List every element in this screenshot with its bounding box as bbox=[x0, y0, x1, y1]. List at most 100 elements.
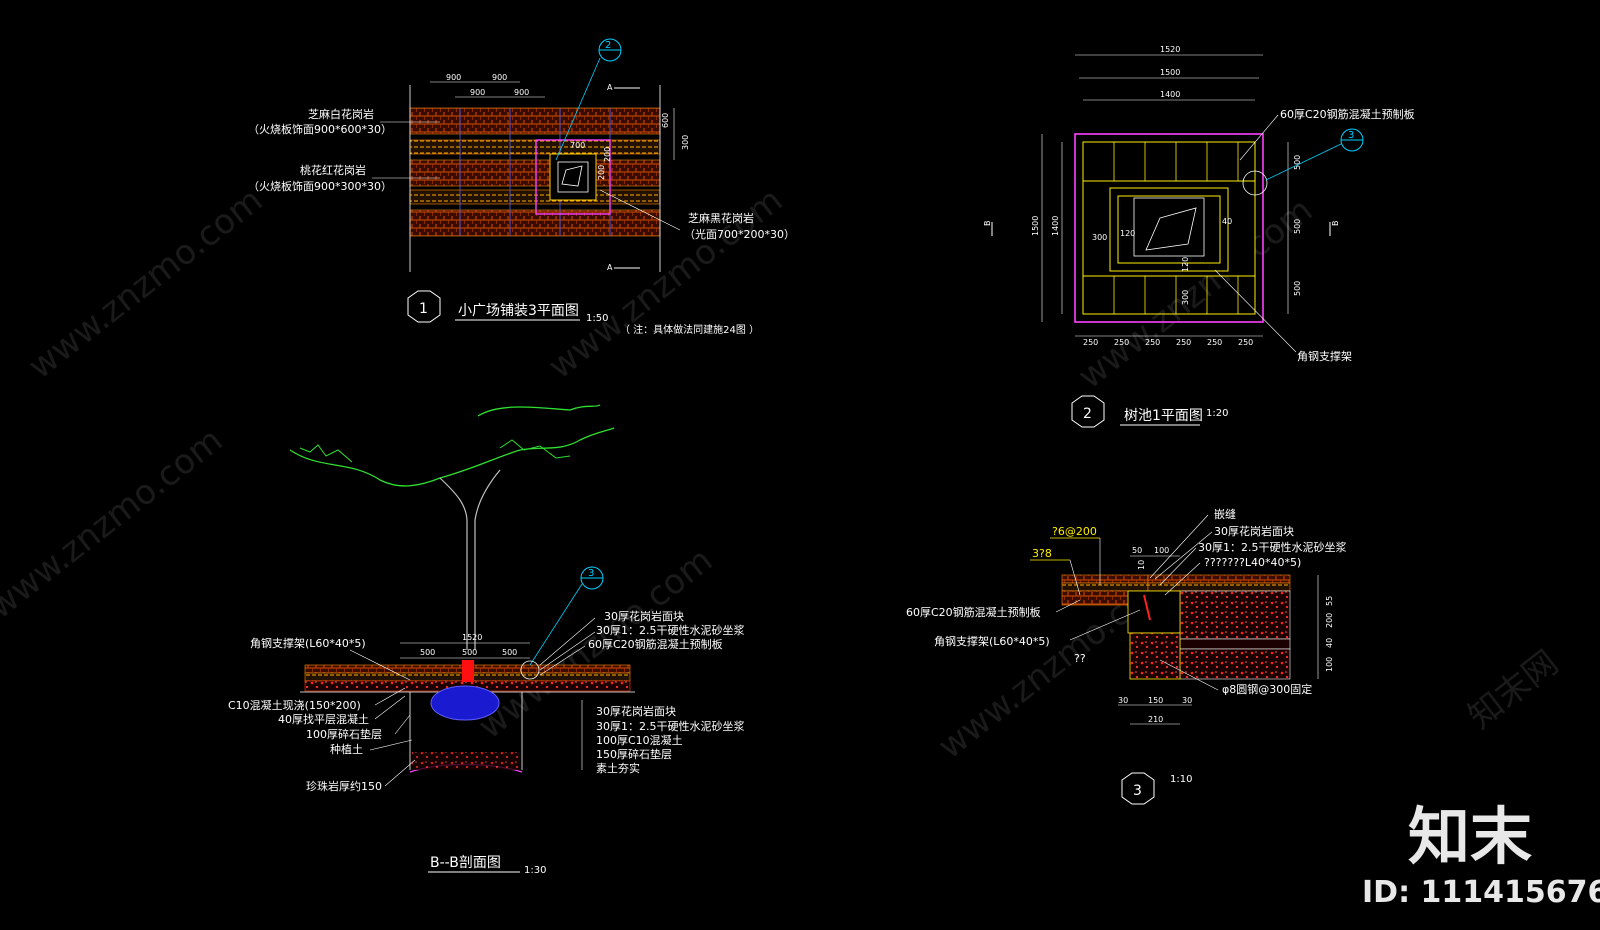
dim-500: 500 bbox=[1293, 219, 1302, 234]
label-top: 30厚1：2.5干硬性水泥砂坐浆 bbox=[1198, 540, 1347, 554]
label-layer: 30厚1：2.5干硬性水泥砂坐浆 bbox=[596, 623, 745, 637]
label-left: 角钢支撑架(L60*40*5) bbox=[934, 634, 1050, 648]
label-right: 30厚1：2.5干硬性水泥砂坐浆 bbox=[596, 719, 745, 733]
dim-120: 120 bbox=[1120, 229, 1135, 238]
dim-500: 500 bbox=[1293, 281, 1302, 296]
label-layer: 60厚C20钢筋混凝土预制板 bbox=[588, 637, 723, 651]
dim-120: 120 bbox=[1181, 257, 1190, 272]
dim-200: 200 bbox=[1325, 613, 1334, 628]
drawing-3-section-bb: 1520 500 500 500 3 30厚花岗岩面块 30厚1：2.5干硬性水… bbox=[228, 404, 745, 876]
watermark-cn: 知末网 bbox=[1461, 643, 1566, 737]
label-right: 150厚碎石垫层 bbox=[596, 747, 672, 761]
drawing-scale: 1:30 bbox=[524, 865, 546, 876]
dim-30: 30 bbox=[1118, 696, 1128, 705]
dim-1500: 1500 bbox=[1160, 68, 1180, 77]
label-left: ?? bbox=[1074, 652, 1086, 665]
section-mark-b: B bbox=[983, 221, 992, 227]
dim-150: 150 bbox=[1148, 696, 1163, 705]
drawing-1-paving-plan: 900 900 900 900 600 300 700 200 200 A A … bbox=[248, 38, 795, 336]
drawing-title: 树池1平面图 bbox=[1124, 408, 1203, 424]
label-frame: 角钢支撑架(L60*40*5) bbox=[250, 636, 366, 650]
dim-200: 200 bbox=[603, 147, 612, 162]
label-top: ???????L40*40*5) bbox=[1204, 556, 1301, 569]
label-right: 素土夯实 bbox=[596, 761, 640, 775]
dim-250: 250 bbox=[1145, 338, 1160, 347]
dim-10: 10 bbox=[1137, 560, 1146, 570]
label-right: 100厚C10混凝土 bbox=[596, 733, 683, 747]
dim-500: 500 bbox=[1293, 155, 1302, 170]
dim-40: 40 bbox=[1325, 638, 1334, 648]
dim-100: 100 bbox=[1154, 546, 1169, 555]
brand-id: ID: 1114156762 bbox=[1362, 875, 1600, 910]
dim-55: 55 bbox=[1325, 596, 1334, 606]
drawing-note: （ 注：具体做法同建施24图 ） bbox=[620, 323, 759, 336]
label-rebar: 3?8 bbox=[1032, 547, 1052, 560]
dim-1400: 1400 bbox=[1160, 90, 1180, 99]
drawing-2-tree-pit-plan: 1520 1500 1400 1500 1400 500 500 500 250… bbox=[983, 45, 1415, 428]
label-left: 60厚C20钢筋混凝土预制板 bbox=[906, 605, 1041, 619]
label-left: 100厚碎石垫层 bbox=[306, 727, 382, 741]
label-mat2-name: 桃花红花岗岩 bbox=[300, 163, 366, 177]
dim-1500: 1500 bbox=[1031, 216, 1040, 236]
label-left: 40厚找平层混凝土 bbox=[278, 712, 369, 726]
section-mark-b: B bbox=[1331, 221, 1340, 227]
watermark-layer: www.znzmo.com www.znzmo.com www.znzmo.co… bbox=[0, 180, 1566, 767]
label-slab: 60厚C20钢筋混凝土预制板 bbox=[1280, 107, 1415, 121]
dim-100: 100 bbox=[1325, 657, 1334, 672]
label-mat3-spec: （光面700*200*30） bbox=[684, 227, 795, 241]
label-left: 种植土 bbox=[330, 742, 363, 756]
watermark-site: www.znzmo.com bbox=[21, 180, 270, 387]
label-mat3-name: 芝麻黑花岗岩 bbox=[688, 211, 754, 225]
label-layer: 30厚花岗岩面块 bbox=[604, 609, 684, 623]
label-top: 嵌缝 bbox=[1214, 507, 1236, 521]
drawing-scale: 1:20 bbox=[1206, 408, 1228, 419]
label-left: C10混凝土现浇(150*200) bbox=[228, 698, 361, 712]
dim-700: 700 bbox=[570, 141, 585, 150]
callout-3: 3 bbox=[1348, 130, 1354, 141]
dim-250: 250 bbox=[1083, 338, 1098, 347]
drawing-4-detail-3: 50 100 10 55 200 40 100 30 150 30 210 嵌缝… bbox=[906, 507, 1347, 805]
dim-900: 900 bbox=[446, 73, 461, 82]
dim-200: 200 bbox=[597, 165, 606, 180]
label-right: 30厚花岗岩面块 bbox=[596, 704, 676, 718]
dim-250: 250 bbox=[1114, 338, 1129, 347]
brand-logo: 知末 bbox=[1408, 800, 1532, 873]
drawing-title: 小广场铺装3平面图 bbox=[458, 303, 579, 319]
callout-2: 2 bbox=[605, 40, 611, 51]
dim-40: 40 bbox=[1222, 217, 1232, 226]
drawing-title: B--B剖面图 bbox=[430, 855, 501, 871]
dim-30: 30 bbox=[1182, 696, 1192, 705]
label-top: 30厚花岗岩面块 bbox=[1214, 524, 1294, 538]
dim-900: 900 bbox=[492, 73, 507, 82]
section-mark-a: A bbox=[607, 83, 613, 92]
dim-500: 500 bbox=[462, 648, 477, 657]
dim-300: 300 bbox=[1092, 233, 1107, 242]
label-frame: 角钢支撑架 bbox=[1297, 349, 1352, 363]
dim-500: 500 bbox=[502, 648, 517, 657]
dim-300: 300 bbox=[681, 135, 690, 150]
label-mat2-spec: （火烧板饰面900*300*30） bbox=[248, 179, 392, 193]
dim-210: 210 bbox=[1148, 715, 1163, 724]
drawing-scale: 1:10 bbox=[1170, 774, 1192, 785]
drawing-number: 1 bbox=[419, 301, 428, 317]
dim-900: 900 bbox=[470, 88, 485, 97]
dim-1520: 1520 bbox=[1160, 45, 1180, 54]
drawing-number: 2 bbox=[1083, 406, 1092, 422]
dim-1520: 1520 bbox=[462, 633, 482, 642]
callout-3: 3 bbox=[588, 568, 594, 579]
label-mat1-spec: （火烧板饰面900*600*30） bbox=[248, 122, 392, 136]
dim-250: 250 bbox=[1176, 338, 1191, 347]
dim-50: 50 bbox=[1132, 546, 1142, 555]
label-left: 珍珠岩厚约150 bbox=[306, 779, 382, 793]
drawing-number: 3 bbox=[1133, 783, 1142, 799]
brand-watermark: 知末 ID: 1114156762 bbox=[1362, 800, 1600, 910]
section-mark-a: A bbox=[607, 263, 613, 272]
dim-900: 900 bbox=[514, 88, 529, 97]
dim-500: 500 bbox=[420, 648, 435, 657]
label-rebar: ?6@200 bbox=[1052, 525, 1097, 538]
dim-250: 250 bbox=[1238, 338, 1253, 347]
dim-1400: 1400 bbox=[1051, 216, 1060, 236]
dim-600: 600 bbox=[661, 113, 670, 128]
dim-300: 300 bbox=[1181, 290, 1190, 305]
